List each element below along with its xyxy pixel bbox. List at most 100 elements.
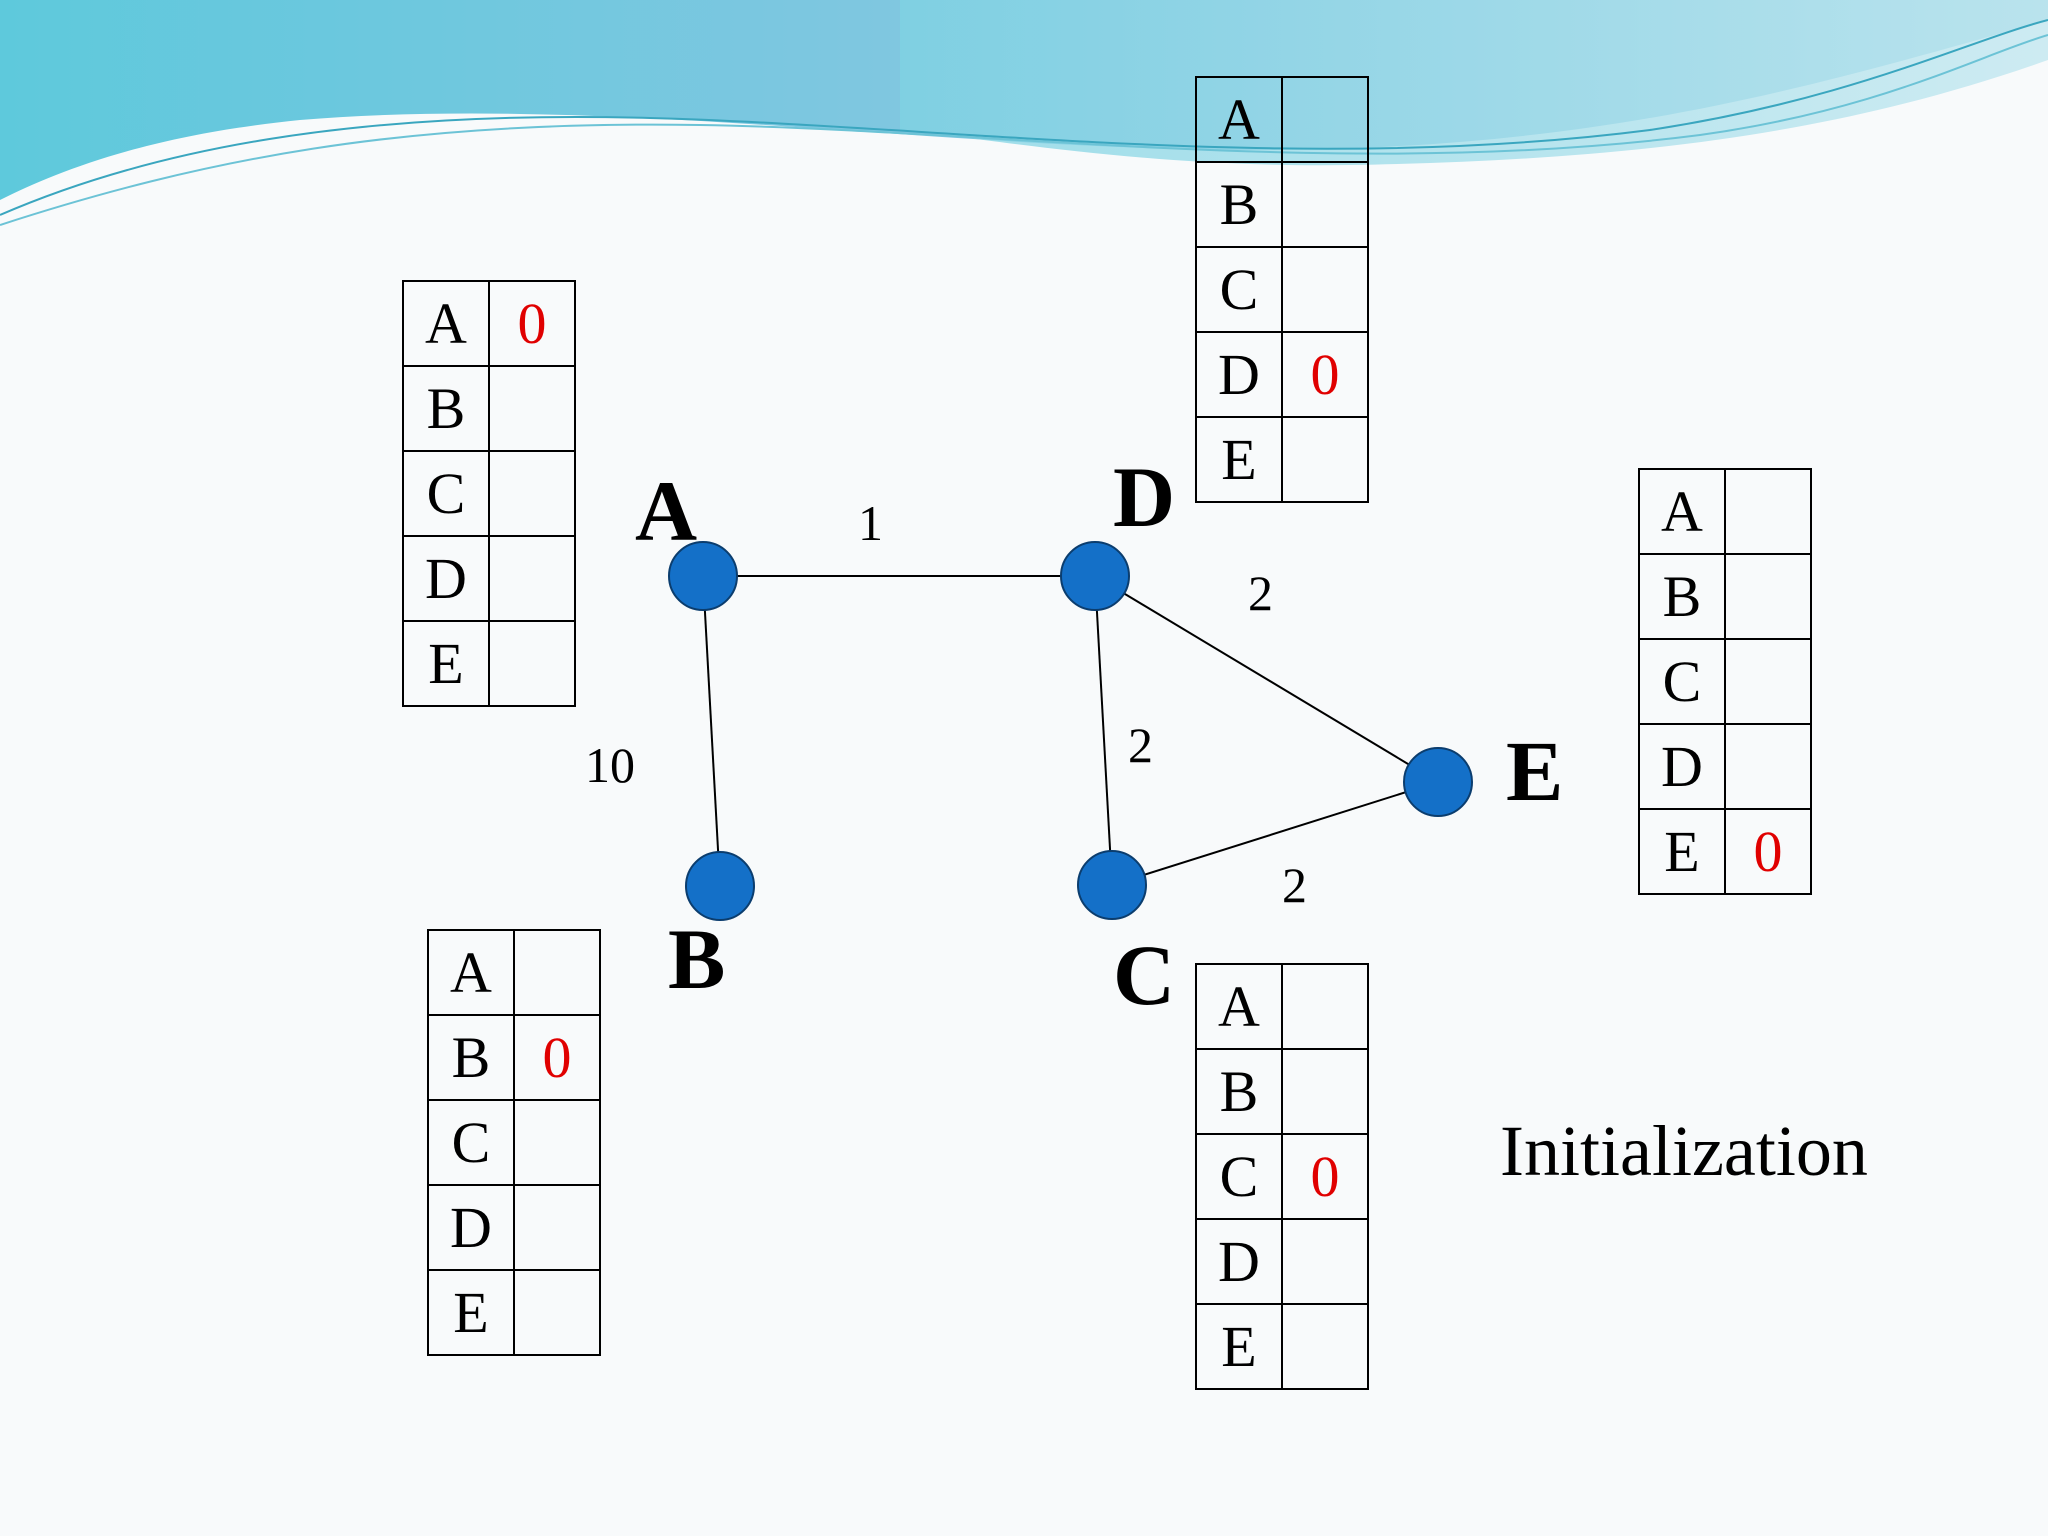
destination-cell: B <box>402 365 490 452</box>
destination-cell: D <box>1195 331 1283 418</box>
cost-cell <box>488 450 576 537</box>
cost-cell <box>1724 638 1812 725</box>
destination-cell: B <box>1638 553 1726 640</box>
edge-weight-c-e: 2 <box>1282 857 1307 913</box>
cost-cell <box>488 365 576 452</box>
table-row: A <box>427 929 601 1016</box>
destination-cell: C <box>427 1099 515 1186</box>
table-row: B <box>402 365 576 452</box>
table-row: C <box>402 450 576 537</box>
destination-cell: D <box>427 1184 515 1271</box>
table-row: D <box>1638 723 1812 810</box>
cost-cell <box>488 535 576 622</box>
table-row: A <box>1195 76 1369 163</box>
destination-cell: C <box>1195 246 1283 333</box>
node-label-b: B <box>668 911 725 1007</box>
slide-title: Initialization <box>1500 1111 1868 1191</box>
cost-cell <box>513 1269 601 1356</box>
cost-cell <box>513 929 601 1016</box>
destination-cell: A <box>1195 963 1283 1050</box>
destination-cell: E <box>1638 808 1726 895</box>
cost-cell <box>1281 1303 1369 1390</box>
cost-cell <box>1281 246 1369 333</box>
table-row: B <box>1638 553 1812 640</box>
node-e <box>1403 747 1473 817</box>
edge-weight-d-c: 2 <box>1128 717 1153 773</box>
cost-cell <box>513 1099 601 1186</box>
destination-cell: A <box>1638 468 1726 555</box>
destination-cell: B <box>1195 161 1283 248</box>
destination-cell: A <box>1195 76 1283 163</box>
destination-cell: B <box>1195 1048 1283 1135</box>
cost-cell <box>1281 416 1369 503</box>
table-row: C <box>1638 638 1812 725</box>
destination-cell: D <box>402 535 490 622</box>
edge-d-e <box>1094 575 1439 783</box>
cost-cell <box>513 1184 601 1271</box>
cost-cell <box>488 620 576 707</box>
table-row: C <box>1195 246 1369 333</box>
table-row: E <box>1195 1303 1369 1390</box>
destination-cell: E <box>1195 416 1283 503</box>
table-row: D <box>1195 1218 1369 1305</box>
table-row: A <box>1638 468 1812 555</box>
node-b <box>685 851 755 921</box>
node-label-c: C <box>1113 927 1175 1023</box>
destination-cell: D <box>1195 1218 1283 1305</box>
node-label-d: D <box>1113 449 1175 545</box>
cost-cell <box>1281 963 1369 1050</box>
edge-weight-d-e: 2 <box>1248 565 1273 621</box>
cost-cell <box>1281 1218 1369 1305</box>
destination-cell: D <box>1638 723 1726 810</box>
destination-cell: A <box>427 929 515 1016</box>
table-row: E <box>402 620 576 707</box>
cost-cell: 0 <box>513 1014 601 1101</box>
edge-weight-a-b: 10 <box>585 737 635 793</box>
table-row: E <box>427 1269 601 1356</box>
destination-cell: E <box>402 620 490 707</box>
cost-cell <box>1724 468 1812 555</box>
table-row: B <box>1195 161 1369 248</box>
destination-cell: E <box>1195 1303 1283 1390</box>
destination-cell: C <box>1195 1133 1283 1220</box>
table-row: C <box>427 1099 601 1186</box>
cost-cell <box>1281 76 1369 163</box>
table-row: D <box>402 535 576 622</box>
node-a <box>668 541 738 611</box>
destination-cell: E <box>427 1269 515 1356</box>
table-row: B <box>1195 1048 1369 1135</box>
destination-cell: B <box>427 1014 515 1101</box>
cost-cell: 0 <box>1281 1133 1369 1220</box>
edge-c-e <box>1111 781 1439 886</box>
node-label-e: E <box>1506 723 1563 819</box>
node-d <box>1060 541 1130 611</box>
cost-cell <box>1724 723 1812 810</box>
table-row: E <box>1195 416 1369 503</box>
cost-cell: 0 <box>1724 808 1812 895</box>
cost-cell: 0 <box>1281 331 1369 418</box>
cost-cell <box>1281 1048 1369 1135</box>
table-row: A <box>1195 963 1369 1050</box>
cost-cell <box>1281 161 1369 248</box>
edge-a-b <box>702 575 721 887</box>
edge-weight-a-d: 1 <box>858 495 883 551</box>
table-row: D <box>427 1184 601 1271</box>
cost-cell: 0 <box>488 280 576 367</box>
destination-cell: C <box>402 450 490 537</box>
destination-cell: A <box>402 280 490 367</box>
destination-cell: C <box>1638 638 1726 725</box>
cost-cell <box>1724 553 1812 640</box>
node-label-a: A <box>635 463 697 559</box>
